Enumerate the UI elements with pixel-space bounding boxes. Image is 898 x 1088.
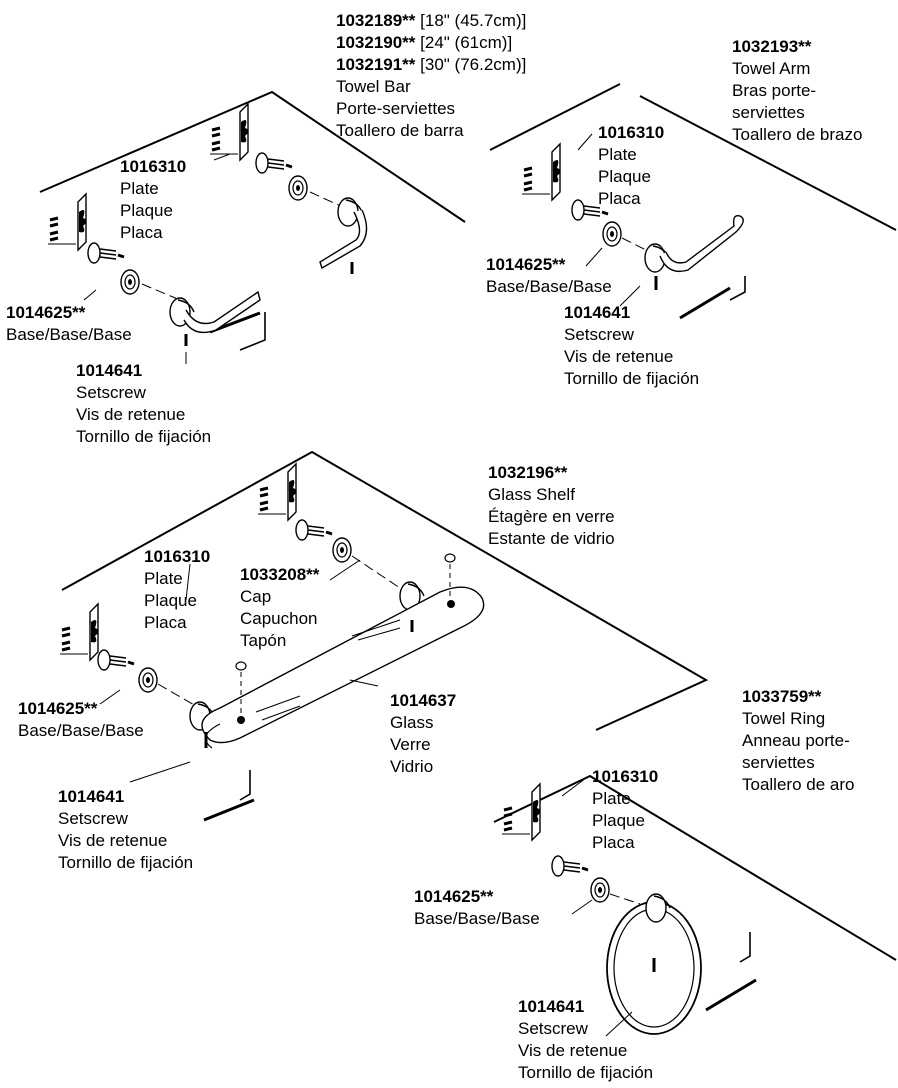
part-name: Plaque: [120, 201, 173, 220]
part-number: 1014641: [564, 303, 631, 322]
variant-size: [24" (61cm)]: [420, 33, 513, 52]
part-number: 1014625**: [414, 887, 494, 906]
glass-shelf-assembly: [58, 450, 709, 822]
part-number: 1014641: [58, 787, 125, 806]
part-number: 1014625**: [6, 303, 86, 322]
part-number: 1014625**: [18, 699, 98, 718]
part-name: Plate: [598, 145, 637, 164]
variant-part-number: 1032190**: [336, 33, 416, 52]
part-name: Glass Shelf: [488, 485, 575, 504]
part-name: Vis de retenue: [58, 831, 168, 850]
part-name: Base/Base/Base: [414, 909, 540, 928]
part-number: 1014641: [518, 997, 585, 1016]
variant-size: [18" (45.7cm)]: [420, 11, 527, 30]
part-number: 1033208**: [240, 565, 320, 584]
part-name: Étagère en verre: [488, 507, 615, 526]
towel-arm-plate-label: 1016310 Plate Plaque Placa: [598, 122, 664, 210]
part-name: Cap: [240, 587, 272, 606]
part-name: Base/Base/Base: [18, 721, 144, 740]
towel-ring-base-label: 1014625** Base/Base/Base: [414, 886, 540, 930]
part-name: Tornillo de fijación: [76, 427, 212, 446]
towel-bar-variants: 1032189** [18" (45.7cm)] 1032190** [24" …: [336, 10, 526, 142]
part-name: Placa: [144, 613, 187, 632]
part-name: Tapón: [240, 631, 287, 650]
part-number: 1016310: [598, 123, 665, 142]
part-name: Plaque: [144, 591, 197, 610]
part-name: Setscrew: [76, 383, 146, 402]
part-name: Vis de retenue: [76, 405, 186, 424]
towel-arm-base-label: 1014625** Base/Base/Base: [486, 254, 612, 298]
part-name: Towel Arm: [732, 59, 811, 78]
glass-shelf-glass-label: 1014637 Glass Verre Vidrio: [390, 690, 456, 778]
part-name: Vidrio: [390, 757, 434, 776]
part-name: Setscrew: [58, 809, 128, 828]
part-name: Tornillo de fijación: [58, 853, 194, 872]
towel-bar-name-en: Towel Bar: [336, 77, 411, 96]
leader-lines: [83, 133, 641, 1037]
part-number: 1016310: [144, 547, 211, 566]
part-name: Tornillo de fijación: [564, 369, 700, 388]
part-name: Setscrew: [518, 1019, 588, 1038]
variant-size: [30" (76.2cm)]: [420, 55, 527, 74]
part-name: Plaque: [592, 811, 645, 830]
part-name: Anneau porte-: [742, 731, 850, 750]
part-name: Vis de retenue: [518, 1041, 628, 1060]
part-name: Verre: [390, 735, 431, 754]
part-name: Plaque: [598, 167, 651, 186]
part-number: 1033759**: [742, 687, 822, 706]
towel-arm-assembly: [489, 83, 897, 320]
part-number: 1016310: [120, 157, 187, 176]
towel-bar-assembly: [39, 90, 466, 351]
part-number: 1032193**: [732, 37, 812, 56]
glass-shelf-setscrew-label: 1014641 Setscrew Vis de retenue Tornillo…: [58, 786, 193, 874]
part-name: Placa: [592, 833, 635, 852]
part-name: Placa: [598, 189, 641, 208]
glass-shelf-title-label: 1032196** Glass Shelf Étagère en verre E…: [488, 462, 615, 550]
part-name: Setscrew: [564, 325, 634, 344]
part-number: 1014625**: [486, 255, 566, 274]
part-name: Estante de vidrio: [488, 529, 615, 548]
towel-ring-title-label: 1033759** Towel Ring Anneau porte- servi…: [742, 686, 854, 796]
part-name: Base/Base/Base: [486, 277, 612, 296]
part-name: Vis de retenue: [564, 347, 674, 366]
glass-shelf-cap-label: 1033208** Cap Capuchon Tapón: [240, 564, 319, 652]
glass-shelf-plate-label: 1016310 Plate Plaque Placa: [144, 546, 210, 634]
part-name: Placa: [120, 223, 163, 242]
part-name: Capuchon: [240, 609, 318, 628]
towel-arm-title-label: 1032193** Towel Arm Bras porte- serviett…: [732, 36, 862, 146]
part-name: Glass: [390, 713, 434, 732]
towel-bar-base-label: 1014625** Base/Base/Base: [6, 302, 132, 346]
part-name: Plate: [120, 179, 159, 198]
towel-arm-setscrew-label: 1014641 Setscrew Vis de retenue Tornillo…: [564, 302, 699, 390]
part-name: Toallero de aro: [742, 775, 855, 794]
part-number: 1014641: [76, 361, 143, 380]
towel-ring-plate-label: 1016310 Plate Plaque Placa: [592, 766, 658, 854]
part-number: 1032196**: [488, 463, 568, 482]
part-name: Tornillo de fijación: [518, 1063, 654, 1082]
variant-part-number: 1032189**: [336, 11, 416, 30]
towel-bar-setscrew-label: 1014641 Setscrew Vis de retenue Tornillo…: [76, 360, 211, 448]
part-name: serviettes: [742, 753, 815, 772]
glass-shelf-base-label: 1014625** Base/Base/Base: [18, 698, 144, 742]
part-name: Plate: [144, 569, 183, 588]
part-name: serviettes: [732, 103, 805, 122]
variant-part-number: 1032191**: [336, 55, 416, 74]
towel-ring-assembly: [493, 774, 897, 1035]
part-number: 1014637: [390, 691, 457, 710]
part-name: Toallero de brazo: [732, 125, 863, 144]
towel-ring-setscrew-label: 1014641 Setscrew Vis de retenue Tornillo…: [518, 996, 653, 1084]
towel-bar-name-es: Toallero de barra: [336, 121, 464, 140]
part-name: Plate: [592, 789, 631, 808]
part-name: Towel Ring: [742, 709, 826, 728]
part-name: Bras porte-: [732, 81, 817, 100]
towel-bar-plate-label: 1016310 Plate Plaque Placa: [120, 156, 186, 244]
part-name: Base/Base/Base: [6, 325, 132, 344]
part-number: 1016310: [592, 767, 659, 786]
towel-bar-name-fr: Porte-serviettes: [336, 99, 456, 118]
